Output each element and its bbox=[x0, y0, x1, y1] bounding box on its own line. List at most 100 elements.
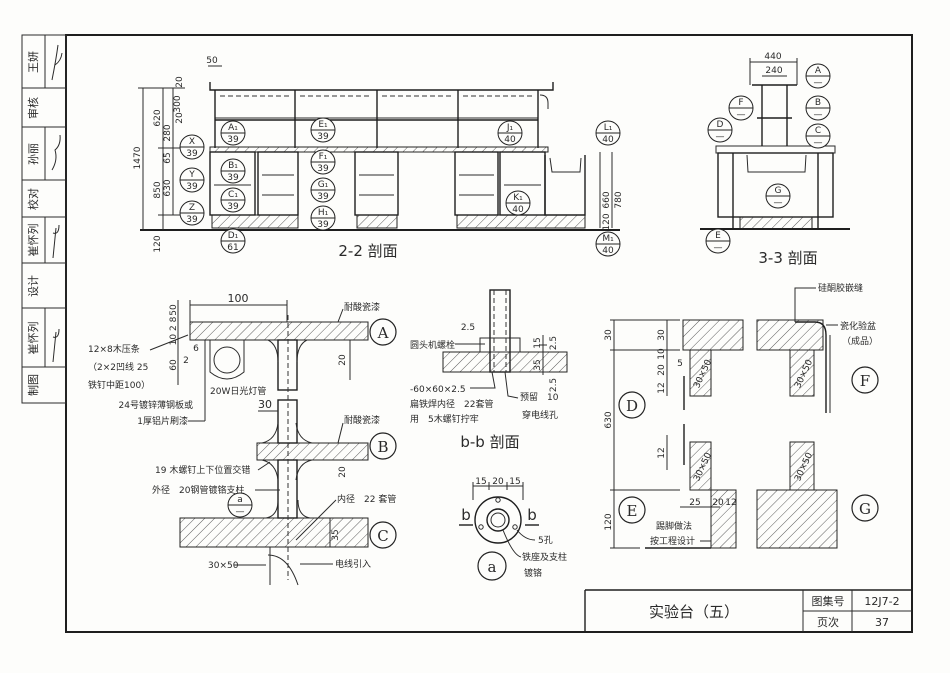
annotation-text: — bbox=[814, 138, 823, 148]
drawing-stroke bbox=[21, 34, 67, 404]
signature-drawing bbox=[52, 328, 60, 363]
callout-d: D— bbox=[707, 117, 733, 143]
drawing-stroke bbox=[267, 547, 299, 586]
drawing-stroke bbox=[486, 508, 510, 532]
drawing-stroke bbox=[257, 461, 271, 471]
dim-60: 60 bbox=[169, 359, 179, 371]
dim-20: 20 bbox=[492, 477, 504, 487]
callout-f: F— bbox=[728, 95, 754, 121]
label-per-project-design: 按工程设计 bbox=[650, 535, 695, 547]
annotation-text: A bbox=[377, 324, 389, 342]
annotation-text: C bbox=[377, 527, 388, 545]
timber-g bbox=[789, 441, 815, 491]
annotation-text: — bbox=[737, 110, 746, 120]
signature-strip: 王妍 审核 孙丽 校对 崔怀列 设计 崔怀列 制图 bbox=[21, 34, 67, 404]
lamp-bracket bbox=[209, 340, 245, 380]
dim-30: 30 bbox=[657, 329, 667, 341]
callout-y: Y39 bbox=[179, 167, 205, 193]
drawing-stroke bbox=[495, 497, 501, 503]
drawing-stroke bbox=[757, 85, 792, 146]
dim-10: 10 bbox=[657, 348, 667, 360]
atlas-number: 12J7-2 bbox=[864, 595, 899, 608]
annotation-text: — bbox=[814, 110, 823, 120]
dim-5: 5 bbox=[677, 359, 683, 369]
annotation-text: H₁ bbox=[318, 208, 329, 218]
annotation-text: — bbox=[774, 198, 783, 208]
dim-120: 120 bbox=[153, 235, 163, 252]
dim-2.5: 2.5 bbox=[461, 323, 475, 333]
label-flat-iron: -60×60×2.5 bbox=[410, 385, 466, 395]
label-timber: 30×50 bbox=[208, 561, 239, 571]
annotation-text: E bbox=[627, 502, 638, 520]
annotation-text: A bbox=[815, 66, 822, 76]
callout-b: B— bbox=[805, 95, 831, 121]
dim-12: 12 bbox=[725, 498, 736, 508]
drawing-stroke bbox=[618, 391, 646, 419]
callout-c: C— bbox=[805, 123, 831, 149]
role-design: 设计 bbox=[27, 275, 40, 297]
label-wire-inlet: 电线引入 bbox=[335, 558, 371, 570]
signature-review bbox=[51, 44, 63, 81]
drawers bbox=[214, 174, 541, 196]
plinth bbox=[739, 216, 813, 230]
role-drawing: 制图 bbox=[27, 374, 40, 396]
drawing-stroke bbox=[851, 366, 879, 394]
callout-e: E— bbox=[705, 228, 731, 254]
role-review: 审核 bbox=[26, 97, 40, 119]
drawing-stroke bbox=[369, 521, 397, 549]
detail-marker-a-plan: a bbox=[477, 551, 507, 581]
annotation-text: 40 bbox=[512, 205, 524, 215]
callout-sub-a: a— bbox=[227, 492, 253, 518]
dim-20: 20 bbox=[175, 112, 185, 124]
top-board bbox=[442, 351, 568, 373]
dim-630: 630 bbox=[604, 411, 614, 428]
annotation-text: a bbox=[488, 558, 497, 576]
label-reserved-hole: 预留 10 bbox=[520, 391, 559, 403]
dim-280: 280 bbox=[163, 124, 173, 141]
drawing-stroke bbox=[502, 529, 522, 558]
annotation-text: 61 bbox=[227, 243, 238, 253]
dim-20: 20 bbox=[712, 498, 724, 508]
detail-marker-b: B bbox=[369, 432, 397, 460]
drawing-stroke bbox=[477, 551, 507, 581]
section-b-b-title: b-b 剖面 bbox=[460, 433, 519, 451]
dim-20: 20 bbox=[338, 466, 348, 478]
role-check: 校对 bbox=[26, 188, 40, 210]
drawing-stroke bbox=[369, 318, 397, 346]
plinth bbox=[356, 214, 398, 229]
countertop bbox=[209, 146, 549, 153]
plinth bbox=[211, 214, 299, 229]
page-number-label: 页次 bbox=[817, 615, 839, 629]
posts bbox=[214, 90, 539, 148]
dim-50: 50 bbox=[206, 56, 218, 66]
dim-620: 620 bbox=[153, 109, 163, 126]
upper-shelf bbox=[209, 82, 554, 91]
signer-name-review: 王妍 bbox=[26, 51, 40, 73]
callout-z: Z39 bbox=[179, 200, 205, 226]
label-ceramic-sink: 瓷化验盆 bbox=[840, 320, 876, 332]
dim-120: 120 bbox=[604, 513, 614, 530]
dimension-lines bbox=[610, 319, 720, 549]
label-acid-paint: 耐酸瓷漆 bbox=[344, 414, 380, 426]
drawing-stroke bbox=[261, 422, 313, 481]
annotation-text: 39 bbox=[317, 132, 329, 142]
annotation-text: D bbox=[626, 397, 638, 415]
label-acid-paint: 耐酸瓷漆 bbox=[344, 301, 380, 313]
label-screw-fix: 用 5木螺钉拧牢 bbox=[410, 413, 479, 425]
section-2-2: 50 20 300 20 620 280 65 1470 850 630 120… bbox=[133, 56, 624, 260]
label-sleeve: 内径 22 套管 bbox=[337, 493, 396, 505]
signer-name-design: 崔怀列 bbox=[26, 224, 40, 257]
label-steel-sheet: 24号镀锌薄钢板或 bbox=[119, 399, 193, 411]
drawing-stroke bbox=[618, 496, 646, 524]
annotation-text: — bbox=[714, 243, 723, 253]
dim-1470: 1470 bbox=[133, 146, 143, 169]
annotation-text: K₁ bbox=[513, 193, 523, 203]
plinth bbox=[456, 214, 586, 229]
